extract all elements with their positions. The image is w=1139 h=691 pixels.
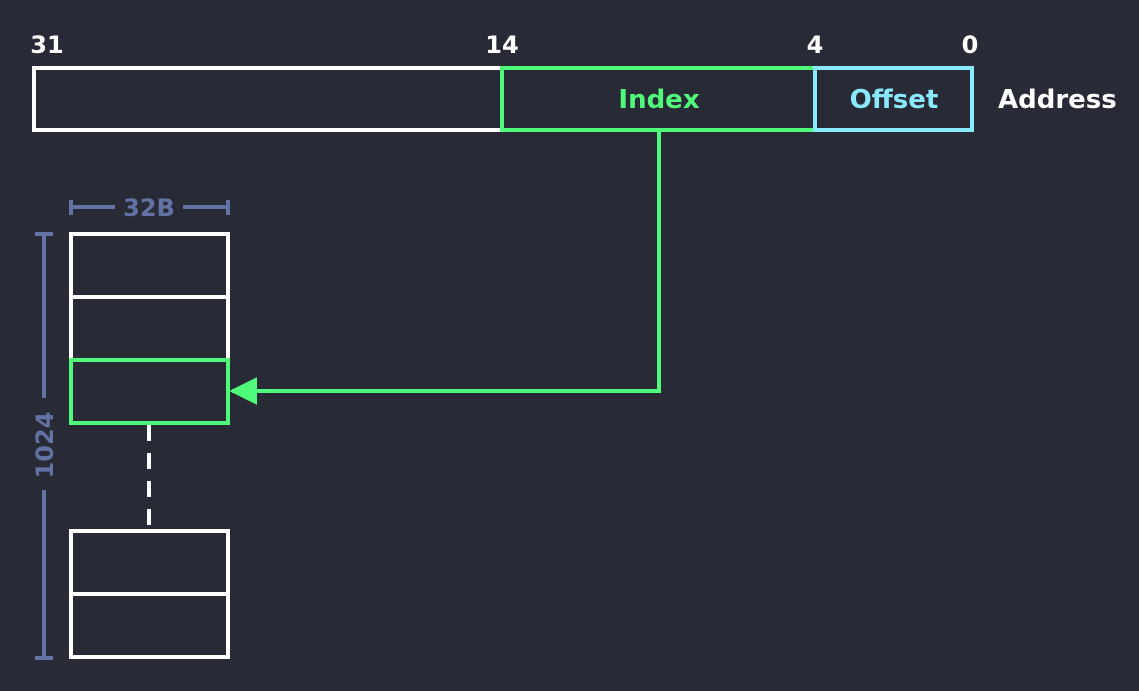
address-label: Address <box>998 85 1117 115</box>
bit-label-4: 4 <box>807 31 824 59</box>
offset-field <box>813 66 974 132</box>
bit-label-0: 0 <box>962 31 979 59</box>
cache-line <box>69 592 230 659</box>
index-arrow <box>229 131 661 405</box>
index-label: Index <box>618 85 699 115</box>
cache-line <box>69 529 230 596</box>
cache-line <box>69 232 230 299</box>
tag-field <box>32 66 504 132</box>
line-count-label: 1024 <box>31 412 59 479</box>
line-count-dimension <box>35 232 53 660</box>
line-width-dimension <box>69 200 230 215</box>
cache-line <box>69 295 230 362</box>
selected-cache-line <box>69 358 230 425</box>
bit-label-14: 14 <box>485 31 518 59</box>
offset-label: Offset <box>850 85 939 115</box>
bit-label-31: 31 <box>30 31 63 59</box>
line-size-label: 32B <box>123 194 175 222</box>
